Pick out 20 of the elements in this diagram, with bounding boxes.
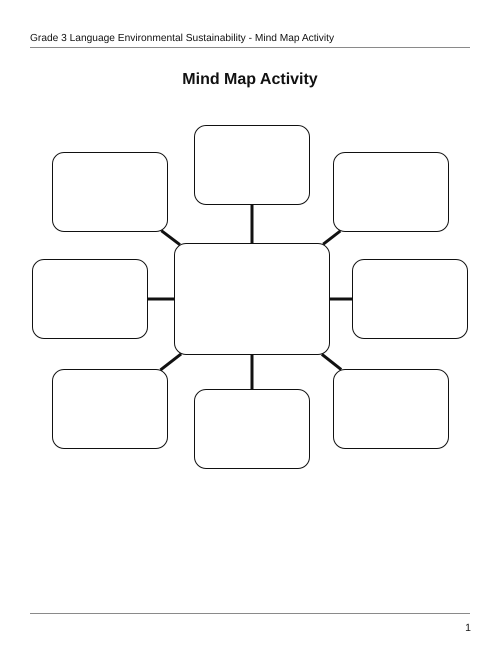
connector-line [148, 298, 174, 300]
connector-line [250, 355, 254, 389]
answer-box [174, 243, 330, 355]
answer-box [194, 389, 310, 469]
connector-line [160, 352, 182, 372]
answer-box [52, 369, 168, 449]
answer-box [32, 259, 148, 339]
page-number: 1 [465, 622, 471, 635]
answer-box [333, 152, 449, 232]
page-title: Mind Map Activity [182, 70, 318, 90]
answer-box [352, 259, 468, 339]
answer-box [194, 125, 310, 205]
header-text: Grade 3 Language Environmental Sustainability - Mind Map Activity [30, 33, 334, 45]
answer-box [52, 152, 168, 232]
answer-box [333, 369, 449, 449]
connector-line [160, 230, 181, 246]
connector-line [250, 205, 254, 243]
connector-line [320, 353, 342, 371]
connector-line [322, 230, 342, 246]
connector-line [330, 298, 352, 300]
